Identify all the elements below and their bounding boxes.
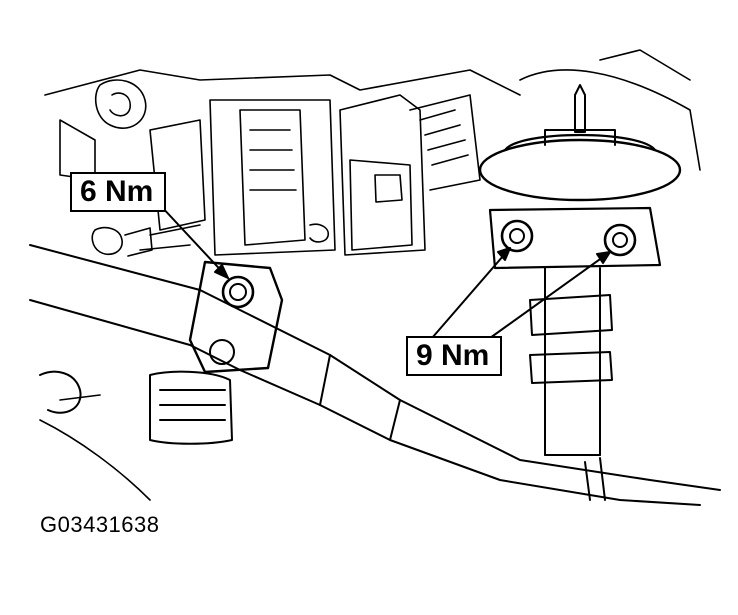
figure-code: G03431638 xyxy=(40,512,160,537)
leader-line-6nm xyxy=(159,204,229,279)
egr-valve xyxy=(478,84,682,456)
leader-line-9nm-right xyxy=(489,251,611,339)
leader-line-9nm-left xyxy=(431,247,511,339)
engine-background xyxy=(39,49,701,501)
mounting-bracket xyxy=(39,260,284,445)
exhaust-pipe xyxy=(29,244,721,506)
torque-callout-9nm: 9 Nm xyxy=(406,336,502,376)
torque-callout-6nm: 6 Nm xyxy=(70,172,166,212)
